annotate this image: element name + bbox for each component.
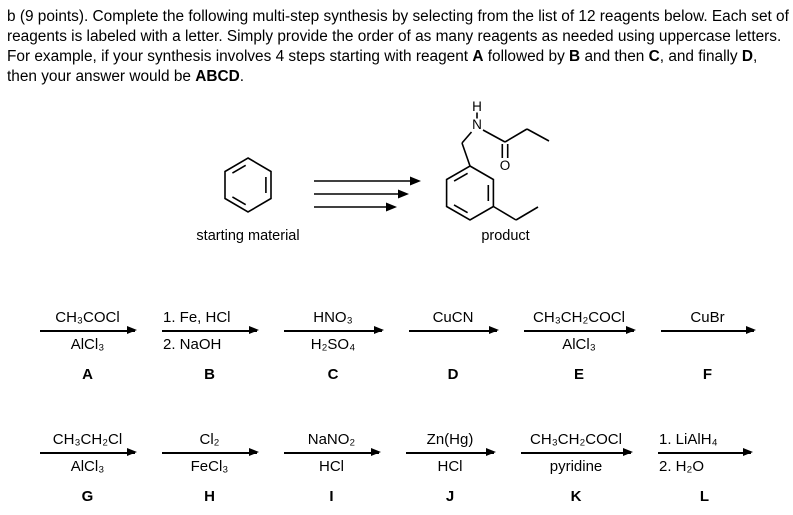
reagent-d-letter: D — [447, 365, 459, 383]
reagent-h-letter: H — [204, 487, 215, 505]
reagent-e: CH₃CH₂COCl AlCl₃ E — [524, 306, 636, 383]
reagent-k-top: CH₃CH₂COCl — [530, 431, 622, 448]
reagent-row-1: CH₃COCl AlCl₃ A 1. Fe, HCl 2. NaOH B HNO… — [40, 306, 756, 383]
reagent-f-letter: F — [702, 365, 713, 383]
reagent-g-top: CH₃CH₂Cl — [52, 431, 123, 448]
reaction-arrow — [40, 326, 137, 334]
reagent-k-letter: K — [570, 487, 582, 505]
reagent-g-bottom: AlCl₃ — [70, 457, 105, 475]
reagent-f-top: CuBr — [690, 309, 725, 326]
reaction-arrow — [406, 448, 496, 456]
reagent-f: CuBr F — [661, 306, 756, 383]
reagent-a-letter: A — [82, 365, 93, 383]
reagent-j-top: Zn(Hg) — [426, 431, 474, 448]
reagent-g-letter: G — [81, 487, 94, 505]
reagent-j-bottom: HCl — [437, 457, 463, 475]
reagent-e-letter: E — [573, 365, 584, 383]
reagent-b: 1. Fe, HCl 2. NaOH B — [162, 306, 259, 383]
prompt-segment-bold: C — [648, 48, 660, 65]
prompt-segment: followed by — [483, 48, 570, 65]
reaction-arrow — [284, 326, 384, 334]
reagent-b-top: 1. Fe, HCl — [163, 309, 231, 326]
prompt-segment: , then your answer would be — [7, 48, 758, 85]
reagent-j: Zn(Hg) HCl J — [406, 428, 496, 505]
reagent-l: 1. LiAlH₄ 2. H₂O L — [658, 428, 753, 505]
reagent-l-bottom: 2. H₂O — [659, 457, 704, 475]
reagent-l-letter: L — [699, 487, 710, 505]
reaction-arrow — [658, 448, 753, 456]
reaction-arrow — [40, 448, 137, 456]
benzene-structure — [224, 157, 272, 213]
reagent-a-bottom: AlCl₃ — [70, 335, 105, 353]
reaction-arrow — [521, 448, 633, 456]
reagent-l-top: 1. LiAlH₄ — [659, 431, 718, 448]
amide-n-atom: N — [472, 117, 482, 132]
reagent-j-letter: J — [445, 487, 455, 505]
prompt-segment: and then — [580, 48, 649, 65]
reagent-b-letter: B — [204, 365, 215, 383]
prompt-segment: , and finally — [659, 48, 742, 65]
reagent-e-bottom: AlCl₃ — [562, 335, 596, 353]
reagent-k-bottom: pyridine — [549, 457, 603, 475]
reagent-c-bottom: H₂SO₄ — [310, 335, 356, 353]
reagent-i-top: NaNO₂ — [307, 431, 356, 448]
reagent-a-top: CH₃COCl — [55, 309, 120, 326]
reaction-arrow — [284, 448, 381, 456]
prompt-segment-bold: B — [569, 48, 581, 65]
prompt-segment-bold: ABCD — [195, 68, 240, 85]
reagent-i: NaNO₂ HCl I — [284, 428, 381, 505]
reagent-a: CH₃COCl AlCl₃ A — [40, 306, 137, 383]
prompt-segment: . — [239, 68, 244, 85]
reagent-d-top: CuCN — [432, 309, 474, 326]
reagent-h: Cl₂ FeCl₃ H — [162, 428, 259, 505]
reagent-h-bottom: FeCl₃ — [190, 457, 229, 475]
reagent-d: CuCN D — [409, 306, 499, 383]
reagent-e-top: CH₃CH₂COCl — [533, 309, 625, 326]
carbonyl-o-atom: O — [500, 158, 511, 173]
reagent-h-top: Cl₂ — [199, 431, 220, 448]
question-text: b (9 points). Complete the following mul… — [7, 7, 790, 87]
product-structure: H N O — [445, 99, 550, 221]
reagent-c-letter: C — [327, 365, 339, 383]
reagent-c: HNO₃ H₂SO₄ C — [284, 306, 384, 383]
reaction-arrow — [661, 326, 756, 334]
reaction-arrow — [162, 448, 259, 456]
reaction-arrow — [162, 326, 259, 334]
reagent-i-bottom: HCl — [319, 457, 344, 475]
multistep-arrows-icon — [314, 176, 421, 212]
product-label: product — [481, 228, 530, 244]
reaction-arrow — [409, 326, 499, 334]
starting-material-label: starting material — [196, 228, 300, 244]
prompt-segment-bold: D — [741, 48, 754, 65]
reagent-k: CH₃CH₂COCl pyridine K — [521, 428, 633, 505]
reagent-b-bottom: 2. NaOH — [163, 335, 222, 353]
prompt-segment: b (9 points). Complete the following mul… — [7, 8, 789, 65]
reaction-arrow — [524, 326, 636, 334]
reaction-scheme: H N O starting material product — [0, 95, 793, 260]
prompt-segment-bold: A — [472, 48, 484, 65]
reagent-i-letter: I — [329, 487, 334, 505]
amide-h-atom: H — [472, 99, 482, 114]
reagent-g: CH₃CH₂Cl AlCl₃ G — [40, 428, 137, 505]
reagent-c-top: HNO₃ — [313, 309, 353, 326]
reagent-row-2: CH₃CH₂Cl AlCl₃ G Cl₂ FeCl₃ H NaNO₂ HCl I… — [40, 428, 753, 505]
